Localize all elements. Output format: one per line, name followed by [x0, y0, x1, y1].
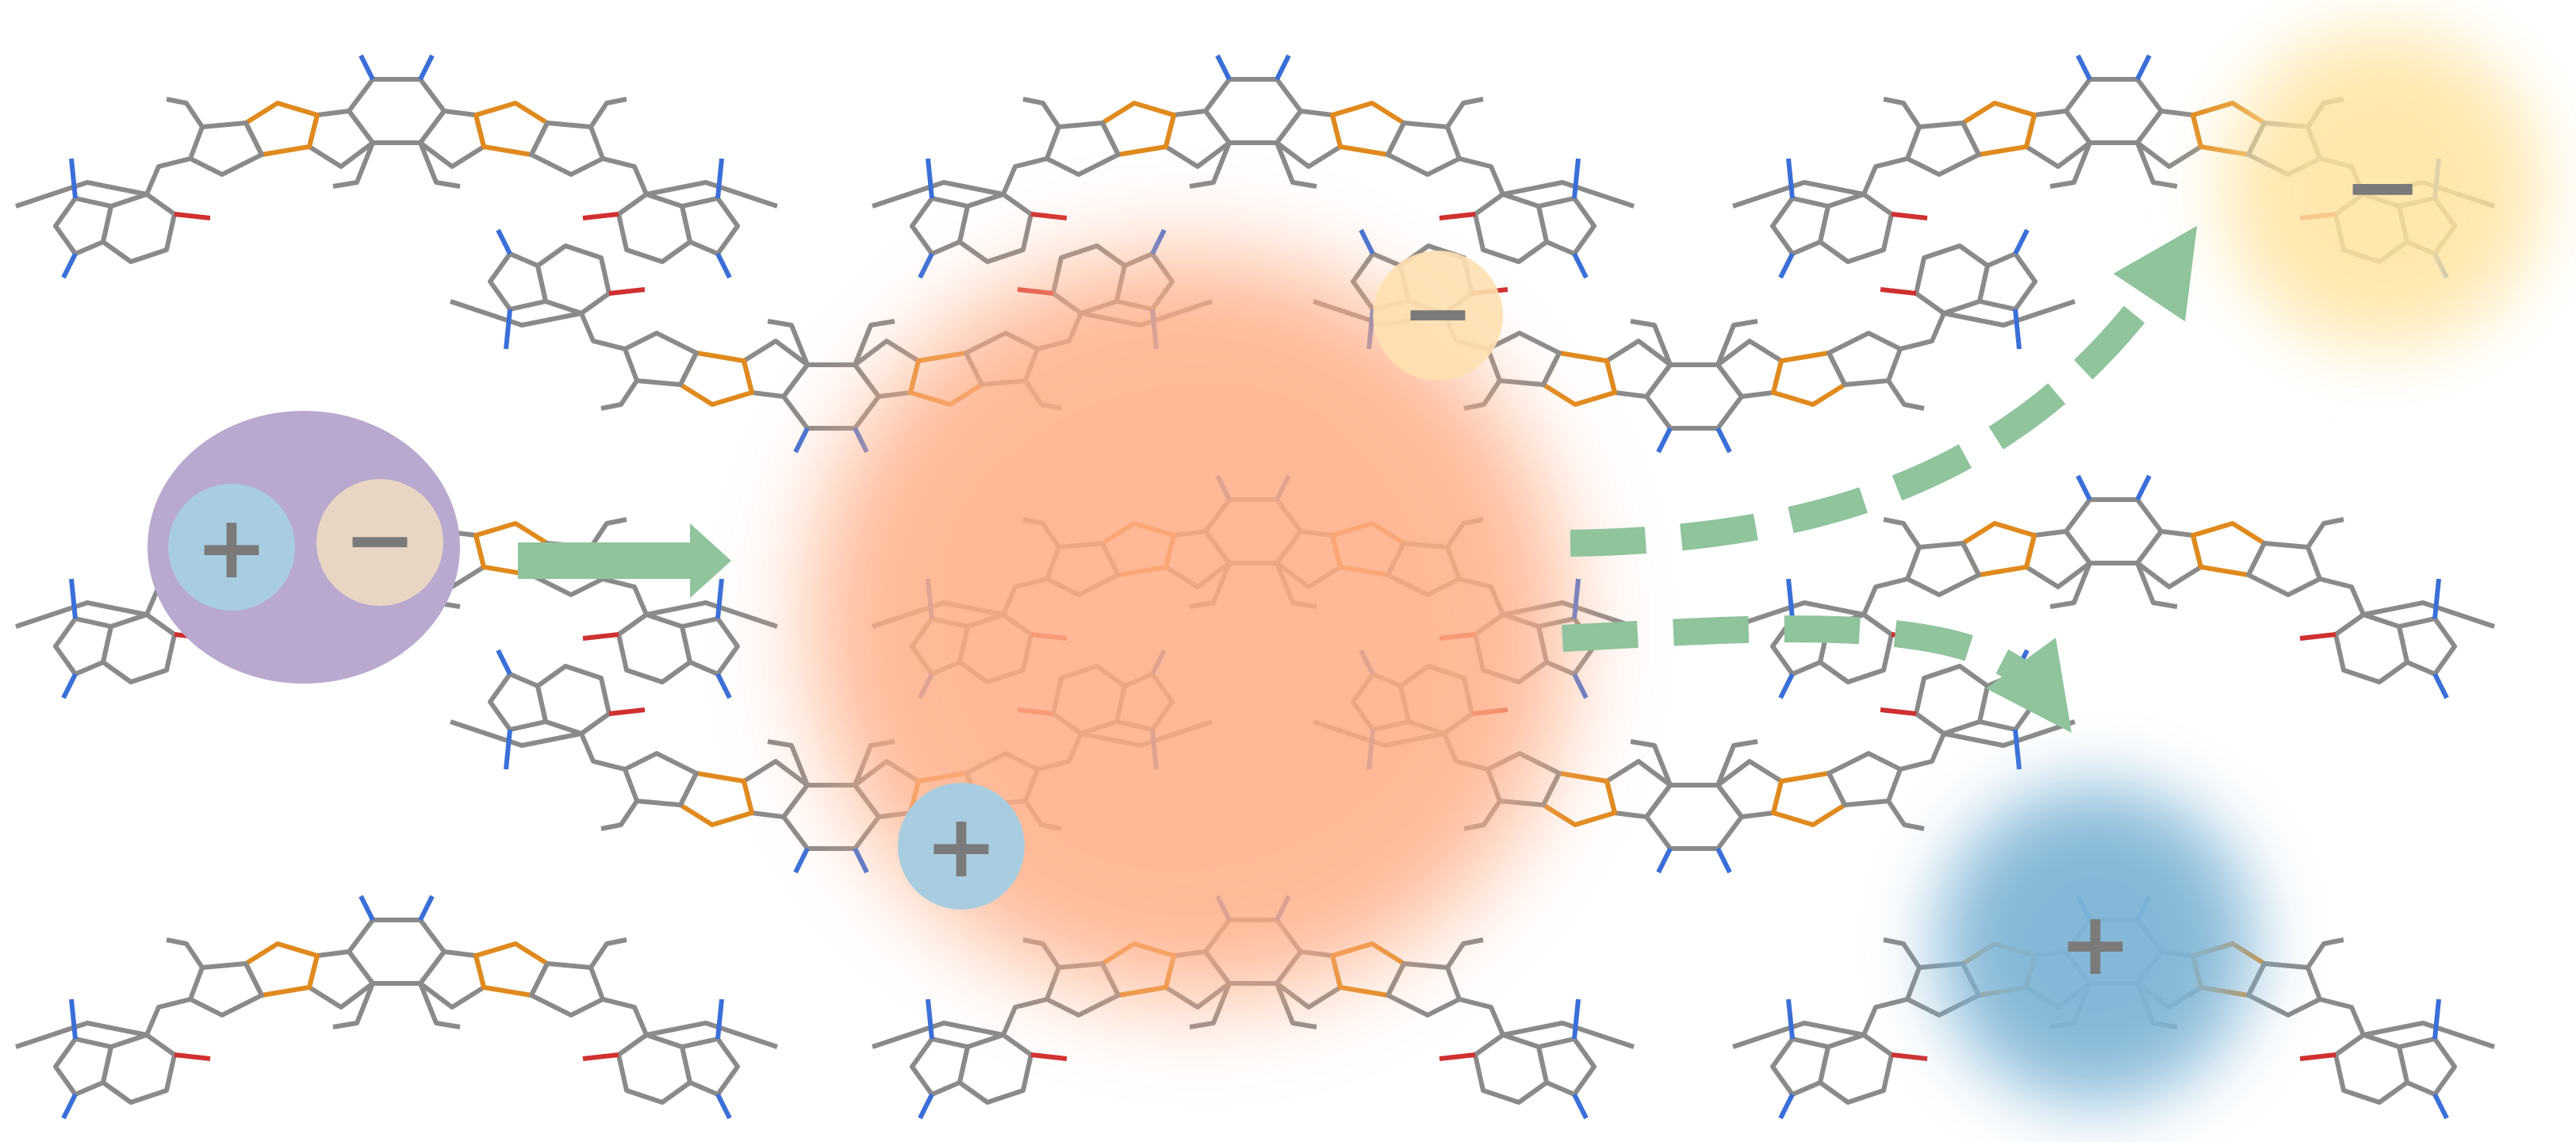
- molecule: [16, 56, 777, 278]
- plus-sign: +: [2059, 893, 2132, 994]
- molecule: [16, 896, 777, 1118]
- minus-sign: −: [1401, 262, 1474, 363]
- exciton-electron: [316, 479, 443, 606]
- hole-separation-arrow: [1562, 615, 2072, 733]
- diffusion-arrow: [518, 523, 731, 598]
- electron-separation-arrow: [1570, 225, 2198, 557]
- plus-sign: +: [195, 496, 268, 598]
- minus-sign: −: [2343, 132, 2423, 243]
- minus-sign: −: [343, 489, 416, 590]
- free-electron-glow: [2224, 30, 2541, 347]
- ct-electron: [1373, 251, 1503, 381]
- ct-hole: [898, 783, 1025, 910]
- molecule: [872, 56, 1634, 278]
- plus-sign: +: [925, 795, 998, 897]
- ct-state-glow: [810, 252, 1570, 1001]
- exciton: [148, 411, 460, 684]
- free-hole-glow: [1937, 786, 2254, 1103]
- exciton-hole: [168, 484, 295, 611]
